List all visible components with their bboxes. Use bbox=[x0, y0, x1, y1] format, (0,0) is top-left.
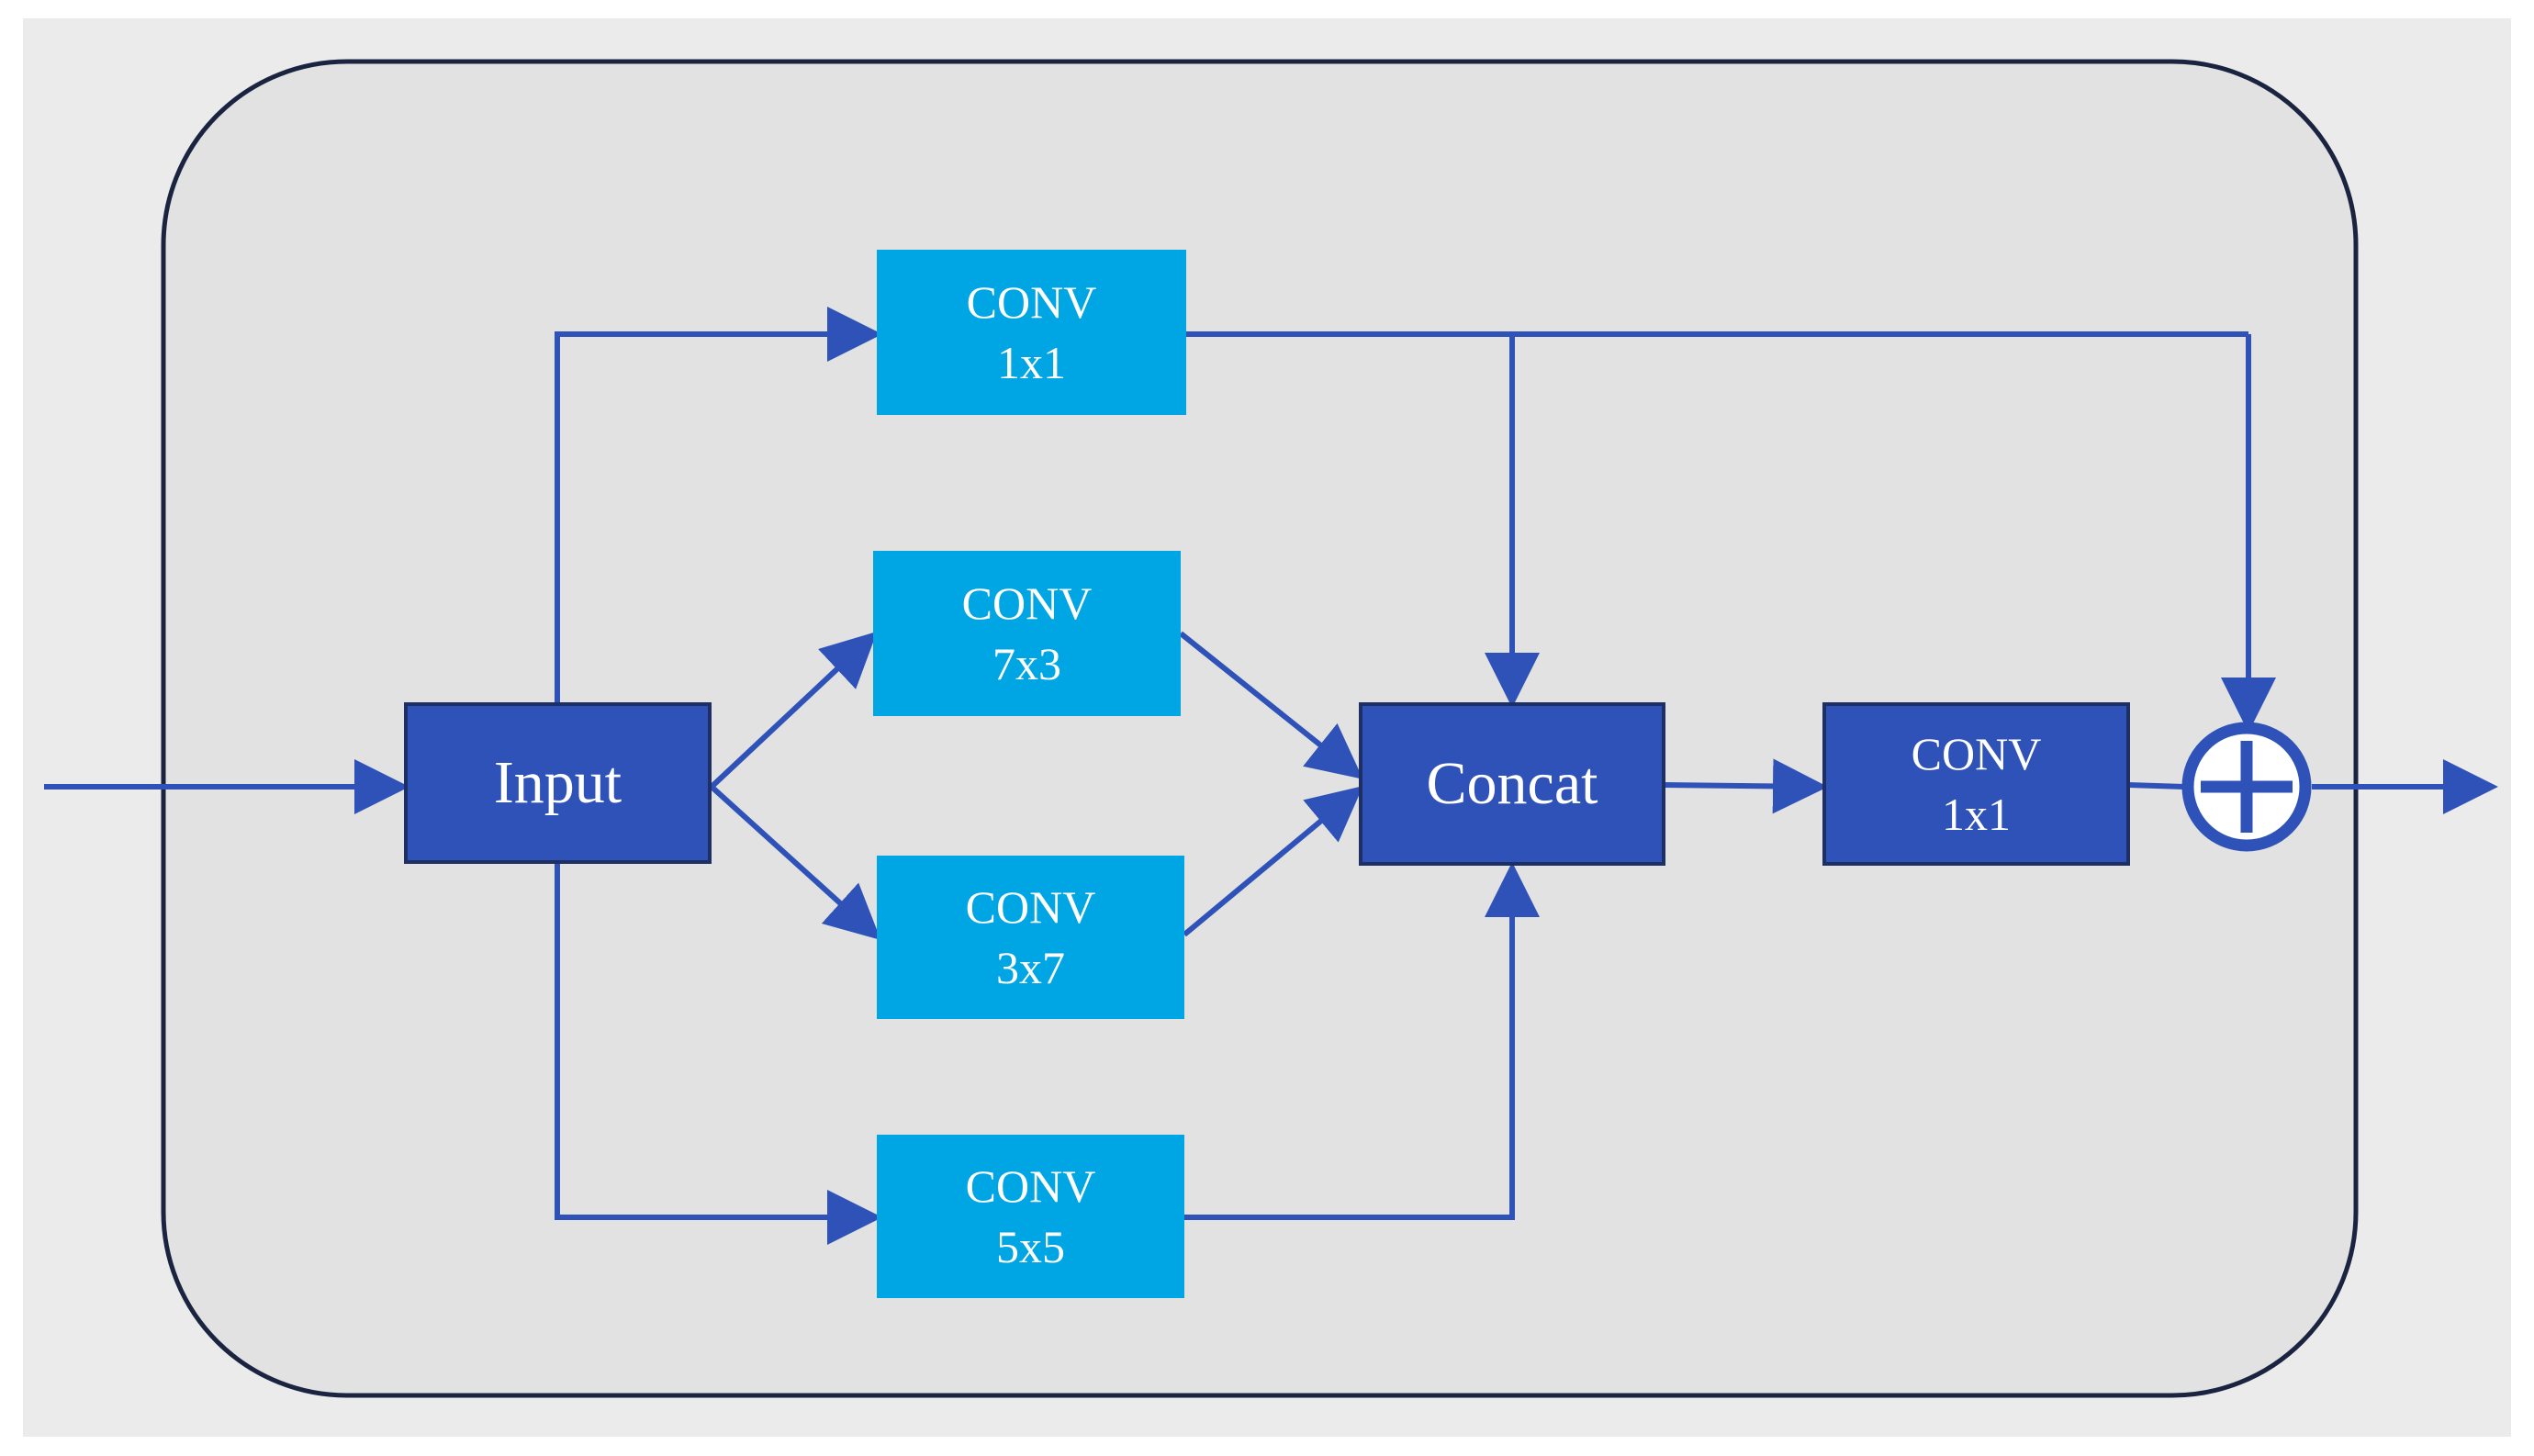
conv-7x3-line2: 7x3 bbox=[992, 638, 1061, 689]
conv-5x5-line2: 5x5 bbox=[996, 1221, 1065, 1272]
arrow-input-to-conv-top bbox=[555, 307, 882, 702]
conv-7x3-block: CONV 7x3 bbox=[873, 551, 1181, 716]
arrow-input-to-conv-3x7 bbox=[709, 784, 881, 941]
add-node bbox=[2181, 722, 2312, 852]
conv-3x7-line2: 3x7 bbox=[996, 942, 1065, 993]
conv-1x1-output-block: CONV 1x1 bbox=[1822, 702, 2130, 866]
conv-1x1-top-line2: 1x1 bbox=[997, 337, 1066, 388]
module-panel bbox=[161, 59, 2359, 1398]
conv-1x1-top-line1: CONV bbox=[966, 276, 1097, 328]
arrow-conv-5x5-to-concat bbox=[1184, 862, 1540, 1220]
input-label: Input bbox=[493, 749, 622, 816]
arrow-input-to-conv-7x3 bbox=[709, 631, 878, 790]
arrow-concat-to-conv-out bbox=[1663, 758, 1828, 814]
concat-label: Concat bbox=[1426, 750, 1598, 817]
arrow-input-to-conv-5x5 bbox=[555, 864, 882, 1245]
conv-3x7-block: CONV 3x7 bbox=[877, 856, 1184, 1019]
conv-7x3-line1: CONV bbox=[961, 577, 1093, 629]
line-conv-out-to-add bbox=[2127, 782, 2185, 790]
conv-3x7-line1: CONV bbox=[965, 881, 1096, 933]
input-block: Input bbox=[404, 702, 712, 864]
conv-1x1-output-line1: CONV bbox=[1911, 728, 2042, 779]
concat-block: Concat bbox=[1359, 702, 1665, 866]
conv-1x1-top-block: CONV 1x1 bbox=[877, 250, 1186, 415]
conv-5x5-line1: CONV bbox=[965, 1160, 1096, 1212]
conv-1x1-output-line2: 1x1 bbox=[1942, 789, 2011, 840]
arrow-conv-3x7-to-concat bbox=[1183, 786, 1363, 937]
conv-5x5-block: CONV 5x5 bbox=[877, 1135, 1184, 1298]
arrow-conv-7x3-to-concat bbox=[1179, 631, 1363, 779]
